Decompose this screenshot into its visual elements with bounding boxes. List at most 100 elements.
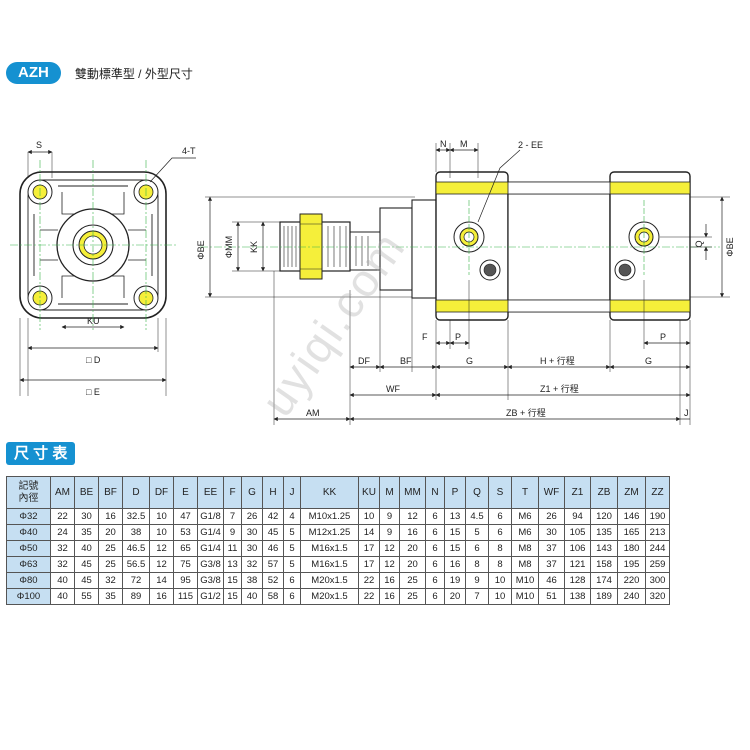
table-cell: 95 <box>173 572 198 589</box>
table-cell: G1/2 <box>197 588 224 605</box>
table-cell: 13 <box>444 508 466 525</box>
table-cell: M20x1.5 <box>300 572 359 589</box>
table-cell: 5 <box>283 524 301 541</box>
table-cell: 14 <box>149 572 174 589</box>
column-header-e: E <box>173 476 198 509</box>
column-header-j: J <box>283 476 301 509</box>
label-ku: KU <box>87 316 100 326</box>
bore-cell: Φ63 <box>6 556 51 573</box>
table-cell: 58 <box>262 588 284 605</box>
table-cell: 138 <box>564 588 591 605</box>
label-m: M <box>460 139 468 149</box>
table-cell: 143 <box>590 540 618 557</box>
table-cell: 30 <box>241 524 263 541</box>
table-cell: 51 <box>538 588 565 605</box>
table-cell: 15 <box>223 588 242 605</box>
table-cell: M8 <box>511 556 539 573</box>
label-f: F <box>422 332 428 342</box>
bore-cell: Φ40 <box>6 524 51 541</box>
column-header-am: AM <box>50 476 75 509</box>
column-header-t: T <box>511 476 539 509</box>
table-cell: 180 <box>617 540 646 557</box>
table-cell: 195 <box>617 556 646 573</box>
table-cell: 190 <box>645 508 670 525</box>
side-view: N M 2 - EE ΦBE ΦMM KK ΦBE Q <box>196 139 735 425</box>
table-cell: 16 <box>444 556 466 573</box>
table-cell: 6 <box>425 572 445 589</box>
page-title: 雙動標準型 / 外型尺寸 <box>74 66 193 81</box>
table-cell: 40 <box>241 588 263 605</box>
label-kk: KK <box>249 241 259 253</box>
table-cell: 25 <box>399 572 426 589</box>
column-header-n: N <box>425 476 445 509</box>
table-cell: 9 <box>379 508 400 525</box>
column-header-be: BE <box>74 476 99 509</box>
table-cell: 128 <box>564 572 591 589</box>
bore-cell: Φ80 <box>6 572 51 589</box>
table-cell: 9 <box>465 572 489 589</box>
table-cell: 57 <box>262 556 284 573</box>
table-cell: 10 <box>358 508 380 525</box>
table-cell: 30 <box>538 524 565 541</box>
corner-top: 記號 <box>18 480 39 492</box>
table-cell: M12x1.25 <box>300 524 359 541</box>
table-cell: 47 <box>173 508 198 525</box>
table-cell: 8 <box>465 556 489 573</box>
label-4t: 4-T <box>182 146 196 156</box>
table-cell: 6 <box>488 524 512 541</box>
table-cell: 10 <box>488 588 512 605</box>
table-cell: 24 <box>50 524 75 541</box>
table-cell: 6 <box>425 556 445 573</box>
table-cell: 10 <box>488 572 512 589</box>
table-cell: 32 <box>241 556 263 573</box>
table-cell: 16 <box>399 524 426 541</box>
table-cell: 40 <box>74 540 99 557</box>
label-g-left: G <box>466 356 473 366</box>
table-cell: 52 <box>262 572 284 589</box>
table-cell: M16x1.5 <box>300 556 359 573</box>
table-cell: 165 <box>617 524 646 541</box>
table-cell: 72 <box>122 572 150 589</box>
label-am: AM <box>306 408 320 418</box>
table-cell: 35 <box>74 524 99 541</box>
column-header-z1: Z1 <box>564 476 591 509</box>
table-cell: 32 <box>98 572 123 589</box>
table-cell: 19 <box>444 572 466 589</box>
table-cell: 213 <box>645 524 670 541</box>
table-cell: 38 <box>241 572 263 589</box>
table-cell: 45 <box>74 572 99 589</box>
table-cell: 4.5 <box>465 508 489 525</box>
table-cell: 65 <box>173 540 198 557</box>
table-cell: G1/4 <box>197 540 224 557</box>
table-cell: 10 <box>149 524 174 541</box>
table-cell: 38 <box>122 524 150 541</box>
table-cell: 12 <box>379 556 400 573</box>
label-d: □ D <box>86 355 101 365</box>
header: AZH 雙動標準型 / 外型尺寸 <box>6 62 193 84</box>
table-cell: 46.5 <box>122 540 150 557</box>
table-cell: 7 <box>465 588 489 605</box>
column-header-s: S <box>488 476 512 509</box>
front-view: S 4-T KU □ D □ E <box>10 140 196 397</box>
table-cell: 22 <box>50 508 75 525</box>
table-cell: 8 <box>488 556 512 573</box>
table-cell: 75 <box>173 556 198 573</box>
table-cell: 26 <box>241 508 263 525</box>
table-cell: 320 <box>645 588 670 605</box>
table-cell: 7 <box>223 508 242 525</box>
column-header-d: D <box>122 476 150 509</box>
column-header-kk: KK <box>300 476 359 509</box>
table-cell: 32.5 <box>122 508 150 525</box>
table-cell: 106 <box>564 540 591 557</box>
table-cell: 14 <box>358 524 380 541</box>
column-header-ku: KU <box>358 476 380 509</box>
table-cell: 37 <box>538 556 565 573</box>
table-cell: M6 <box>511 508 539 525</box>
table-cell: 259 <box>645 556 670 573</box>
table-cell: 115 <box>173 588 198 605</box>
table-cell: 42 <box>262 508 284 525</box>
label-bf: BF <box>400 356 412 366</box>
table-cell: 17 <box>358 540 380 557</box>
label-e: □ E <box>86 387 100 397</box>
